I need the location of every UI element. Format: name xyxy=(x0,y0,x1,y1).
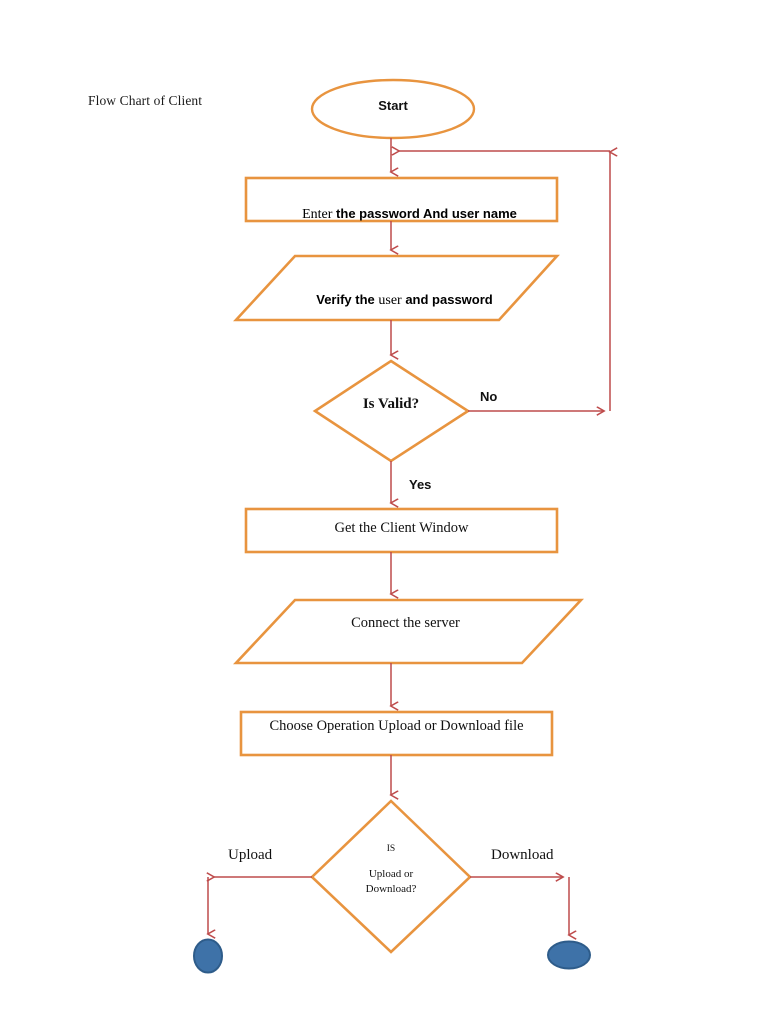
node-verify-shape xyxy=(233,254,560,322)
node-window-label: Get the Client Window xyxy=(334,520,469,536)
node-isupdown-shape xyxy=(310,799,472,954)
edge-label-yes: Yes xyxy=(409,477,432,492)
node-start-shape xyxy=(310,78,476,140)
node-isupdown-label-line2: Upload or xyxy=(368,868,414,880)
node-verify-label-part2: user xyxy=(378,292,402,308)
node-connect-shape xyxy=(233,598,584,665)
node-window-shape xyxy=(244,507,559,554)
node-verify-label-part1: Verify the xyxy=(316,291,379,307)
node-start-label: Start xyxy=(378,98,408,113)
node-choose-shape xyxy=(239,710,554,757)
node-enter-label: Enter the password And user name xyxy=(246,187,557,241)
node-isupdown-label-line1: IS xyxy=(386,844,396,854)
node-verify-label: Verify the user and password xyxy=(236,273,557,327)
edge-label-no: No xyxy=(480,389,498,404)
node-isvalid-label: Is Valid? xyxy=(362,396,420,412)
node-end-download-shape xyxy=(547,940,591,970)
node-enter-shape xyxy=(244,176,559,223)
edge-label-upload: Upload xyxy=(228,847,273,863)
node-connect-label: Connect the server xyxy=(351,615,460,631)
node-verify-label-part3: and password xyxy=(401,291,493,307)
node-end-upload-shape xyxy=(193,938,223,974)
node-enter-label-part1: Enter xyxy=(302,206,333,222)
node-enter-label-part2: the password And user name xyxy=(332,205,517,221)
page-title: Flow Chart of Client xyxy=(88,93,203,108)
edge-label-download: Download xyxy=(491,847,554,863)
node-choose-label: Choose Operation Upload or Download file xyxy=(269,718,524,734)
node-isupdown-label-line3: Download? xyxy=(365,883,417,895)
